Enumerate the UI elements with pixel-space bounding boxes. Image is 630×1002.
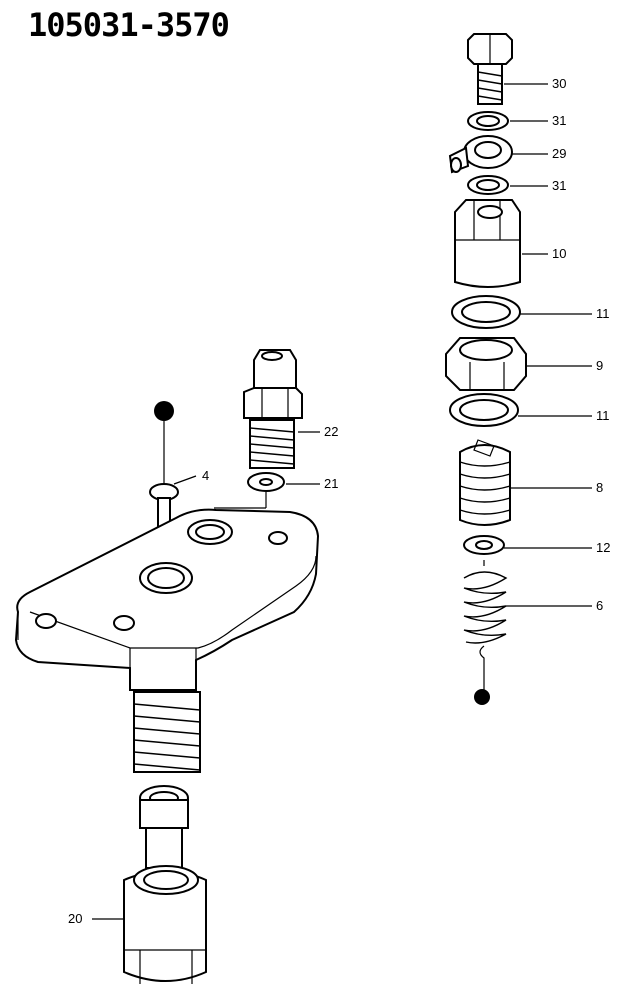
callout-31-lower: 31 bbox=[552, 178, 566, 193]
callout-29: 29 bbox=[552, 146, 566, 161]
part-11-washer-lower bbox=[449, 393, 519, 427]
nozzle-tip bbox=[139, 785, 189, 869]
callout-11-lower: 11 bbox=[596, 408, 610, 423]
callout-10: 10 bbox=[552, 246, 566, 261]
nozzle-holder-shank bbox=[133, 691, 201, 773]
part-31-gasket-upper bbox=[467, 111, 509, 131]
nozzle-holder-flange bbox=[14, 508, 320, 691]
part-10-cap-nut bbox=[454, 199, 521, 288]
callout-31-upper: 31 bbox=[552, 113, 566, 128]
part-22-connector bbox=[243, 349, 303, 469]
callout-22: 22 bbox=[324, 424, 338, 439]
callout-4: 4 bbox=[202, 468, 209, 483]
callout-8: 8 bbox=[596, 480, 603, 495]
part-number-title: 105031-3570 bbox=[28, 6, 230, 44]
part-11-washer-upper bbox=[451, 295, 521, 329]
part-21-washer bbox=[247, 472, 285, 492]
part-20-retaining-nut bbox=[123, 865, 207, 984]
part-8-adjusting-screw bbox=[459, 439, 511, 526]
part-6-spring bbox=[463, 560, 508, 690]
part-31-gasket-lower bbox=[467, 175, 509, 195]
part-29-eye-joint bbox=[448, 135, 513, 174]
part-12-spring-seat bbox=[463, 535, 505, 555]
callout-20: 20 bbox=[68, 911, 82, 926]
callout-6: 6 bbox=[596, 598, 603, 613]
callout-30: 30 bbox=[552, 76, 566, 91]
reference-dot-lower bbox=[474, 689, 490, 705]
part-30-bolt bbox=[467, 33, 513, 105]
callout-11-upper: 11 bbox=[596, 306, 610, 321]
callout-12: 12 bbox=[596, 540, 610, 555]
reference-dot-upper bbox=[154, 401, 174, 421]
callout-9: 9 bbox=[596, 358, 603, 373]
callout-21: 21 bbox=[324, 476, 338, 491]
part-9-hex-nut bbox=[445, 337, 527, 391]
